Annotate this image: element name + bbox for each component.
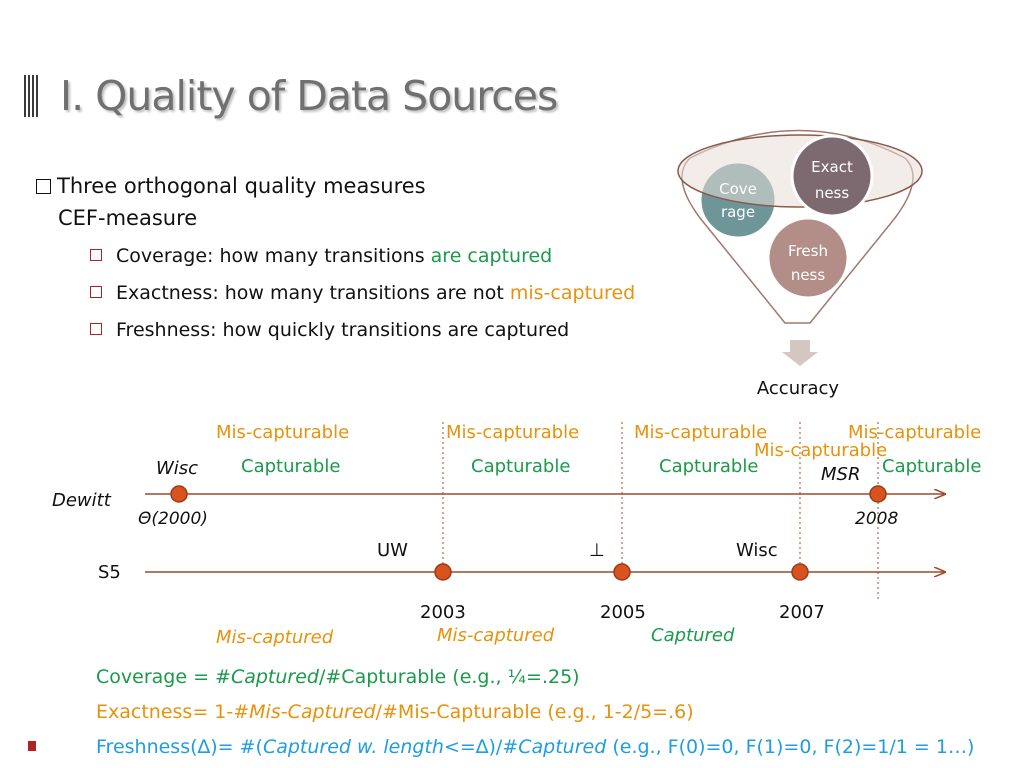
- funnel-diagram: Cove rage Exact ness Fresh ness Accuracy: [677, 129, 923, 399]
- coverage-formula: Coverage = #Captured/#Capturable (e.g., …: [96, 666, 580, 688]
- exactness-label-1: Exact: [811, 158, 853, 176]
- s5-dot-2003: [434, 563, 452, 581]
- mis-capturable-label: Mis-capturable: [754, 440, 887, 461]
- timeline-diagram: Mis-capturable Mis-capturable Mis-captur…: [52, 422, 981, 648]
- coverage-label-1: Cove: [719, 180, 757, 198]
- heading-subline: CEF-measure: [58, 206, 198, 230]
- mis-capturable-label: Mis-capturable: [634, 422, 767, 443]
- bullet-coverage: Coverage: how many transitions are captu…: [90, 245, 552, 267]
- checkbox-icon: [36, 179, 51, 194]
- s5-year-2007: 2007: [779, 602, 825, 623]
- outcome-mis-captured: Mis-captured: [216, 627, 334, 648]
- heading-bullet: Three orthogonal quality measures: [36, 174, 426, 198]
- freshness-formula: Freshness(∆)= #(Captured w. length<=∆)/#…: [96, 736, 975, 758]
- mis-capturable-label: Mis-capturable: [216, 422, 349, 443]
- page-title: I. Quality of Data Sources: [60, 72, 558, 120]
- freshness-label-2: ness: [791, 266, 826, 284]
- freshness-label-1: Fresh: [788, 242, 828, 260]
- square-bullet-icon: [90, 249, 102, 261]
- accuracy-label: Accuracy: [757, 378, 840, 399]
- down-arrow-icon: [782, 340, 818, 366]
- dewitt-dot-2000: [170, 485, 188, 503]
- s5-dot-2005: [613, 563, 631, 581]
- dewitt-value-wisc: Wisc: [156, 458, 198, 479]
- dewitt-row-label: Dewitt: [52, 490, 112, 511]
- mis-capturable-label: Mis-capturable: [446, 422, 579, 443]
- outcome-captured: Captured: [651, 625, 735, 646]
- s5-value-bottom: ⊥: [589, 540, 605, 561]
- coverage-label-2: rage: [721, 203, 755, 221]
- title-accent-bars: [24, 75, 38, 117]
- mis-capturable-label: Mis-capturable: [848, 422, 981, 443]
- s5-year-2003: 2003: [420, 602, 466, 623]
- bullet-freshness: Freshness: how quickly transitions are c…: [90, 319, 569, 341]
- s5-year-2005: 2005: [600, 602, 646, 623]
- capturable-label: Capturable: [882, 456, 981, 477]
- square-bullet-icon: [90, 286, 102, 298]
- square-bullet-icon: [90, 323, 102, 335]
- capturable-label: Capturable: [241, 456, 340, 477]
- outcome-mis-captured: Mis-captured: [437, 625, 555, 646]
- s5-value-uw: UW: [377, 540, 408, 561]
- dewitt-year-2000: Θ(2000): [138, 509, 208, 529]
- freshness-circle: [766, 216, 850, 300]
- exactness-circle: [790, 134, 874, 218]
- s5-dot-2007: [791, 563, 809, 581]
- capturable-label: Capturable: [471, 456, 570, 477]
- slide-marker-icon: [28, 741, 36, 751]
- dewitt-dot-2008: [869, 485, 887, 503]
- s5-value-wisc: Wisc: [736, 540, 778, 561]
- capturable-label: Capturable: [659, 456, 758, 477]
- dewitt-value-msr: MSR: [821, 464, 860, 485]
- dewitt-year-2008: 2008: [855, 509, 898, 529]
- exactness-formula: Exactness= 1-#Mis-Captured/#Mis-Capturab…: [96, 701, 694, 723]
- s5-row-label: S5: [98, 562, 121, 583]
- bullet-exactness: Exactness: how many transitions are not …: [90, 282, 635, 304]
- exactness-label-2: ness: [815, 184, 850, 202]
